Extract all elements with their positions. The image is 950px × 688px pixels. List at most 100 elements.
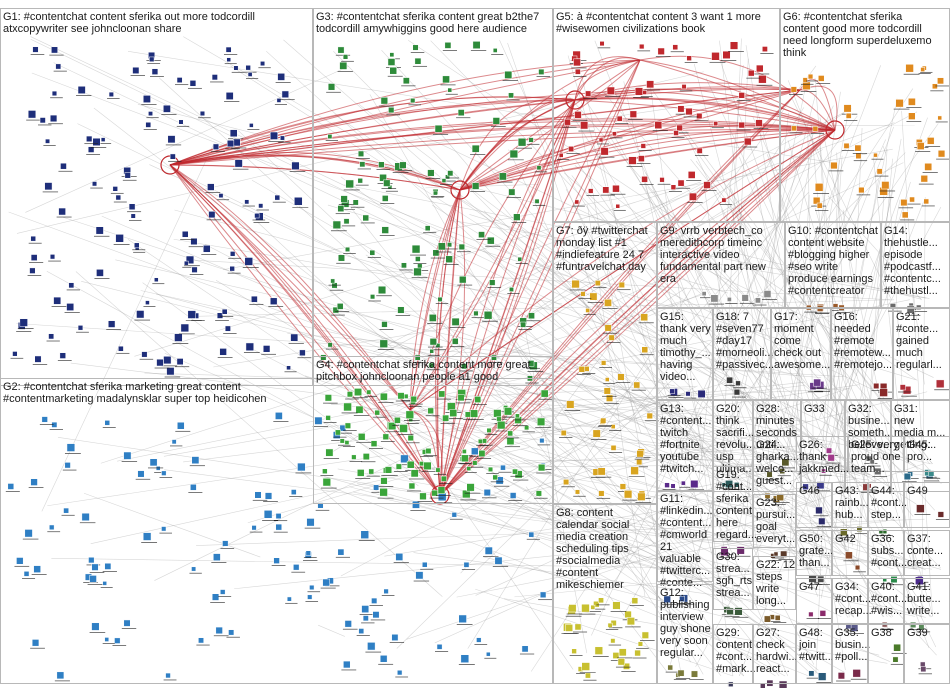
node xyxy=(639,43,645,50)
edge xyxy=(856,158,893,557)
node xyxy=(293,564,300,571)
group-label-line: someth... xyxy=(848,427,893,439)
node xyxy=(222,540,229,547)
node xyxy=(673,130,679,136)
node xyxy=(414,57,422,65)
node xyxy=(509,149,519,159)
node xyxy=(760,683,766,688)
node xyxy=(657,47,665,55)
node xyxy=(180,323,190,333)
group-label-line: G25: very xyxy=(851,439,899,451)
node xyxy=(483,489,491,497)
node xyxy=(677,179,685,187)
hub-edge xyxy=(574,99,836,131)
edge xyxy=(257,221,744,677)
node xyxy=(102,581,107,586)
node xyxy=(441,178,447,183)
node xyxy=(118,345,124,352)
node xyxy=(937,150,946,158)
hub-edge xyxy=(439,99,576,496)
node xyxy=(229,129,238,138)
node xyxy=(148,111,153,117)
node xyxy=(55,63,62,70)
node xyxy=(247,72,253,77)
edge xyxy=(369,94,704,675)
group-box-g26 xyxy=(796,436,848,472)
edge xyxy=(347,203,722,677)
node xyxy=(199,110,206,117)
node xyxy=(155,466,161,471)
node xyxy=(469,409,479,418)
node xyxy=(906,305,915,314)
group-label-line: G16: xyxy=(834,311,858,323)
node xyxy=(151,68,159,75)
node xyxy=(77,86,86,94)
edge xyxy=(448,219,927,299)
node xyxy=(387,58,396,66)
group-label-line: until... xyxy=(756,439,785,451)
edge xyxy=(581,74,704,585)
node xyxy=(19,318,28,327)
edge xyxy=(234,521,887,590)
node xyxy=(869,459,875,465)
group-box-g29 xyxy=(713,624,753,684)
node xyxy=(322,468,328,474)
node xyxy=(419,492,427,500)
node xyxy=(370,294,376,300)
group-label-line: here xyxy=(716,517,738,529)
node xyxy=(281,90,289,98)
node xyxy=(92,181,98,187)
edge xyxy=(684,139,886,580)
group-label-line: G27: xyxy=(756,627,780,639)
node xyxy=(48,333,55,340)
node xyxy=(616,115,623,122)
node xyxy=(343,660,351,669)
node xyxy=(249,123,254,128)
group-label-line: #contentcreator xyxy=(788,285,865,297)
node xyxy=(641,631,649,639)
node xyxy=(590,604,596,610)
node xyxy=(486,651,491,657)
node xyxy=(466,466,472,471)
group-label-line: jakkmed... xyxy=(798,463,849,475)
node xyxy=(495,476,504,485)
edge xyxy=(628,115,858,422)
node xyxy=(813,378,821,387)
group-label-line: G36: xyxy=(871,533,895,545)
group-label-g34: G34:#cont...recap... xyxy=(835,581,872,617)
node xyxy=(474,396,482,403)
node xyxy=(606,86,615,95)
group-label-g47: G47 xyxy=(799,581,820,593)
edge xyxy=(349,486,693,579)
node xyxy=(763,615,771,623)
node xyxy=(408,482,416,490)
node xyxy=(585,308,590,313)
group-box-g20 xyxy=(713,400,753,492)
node xyxy=(339,438,345,444)
edge xyxy=(587,204,646,597)
node xyxy=(923,198,930,205)
node xyxy=(840,528,848,537)
node xyxy=(60,162,67,170)
node xyxy=(7,483,15,490)
group-label-line: G8: content xyxy=(556,507,613,519)
node xyxy=(791,125,797,132)
node xyxy=(899,384,906,391)
node xyxy=(187,310,196,319)
group-label-line: think xyxy=(783,47,807,59)
node xyxy=(605,394,614,402)
group-label-line: G35: xyxy=(835,627,859,639)
group-label-line: G6: #contentchat sferika xyxy=(783,11,903,23)
group-label-line: G1: #contentchat content sferika out mor… xyxy=(3,11,255,23)
group-label-line: #cont... xyxy=(716,651,752,663)
node xyxy=(229,266,235,272)
edge xyxy=(755,179,809,470)
edge xyxy=(8,211,814,507)
node xyxy=(817,575,825,583)
group-label-line: G37: xyxy=(907,533,931,545)
node xyxy=(736,546,745,555)
node xyxy=(423,461,432,470)
edge xyxy=(766,154,875,471)
node xyxy=(852,669,861,678)
group-label-line: #conte... xyxy=(896,323,938,335)
